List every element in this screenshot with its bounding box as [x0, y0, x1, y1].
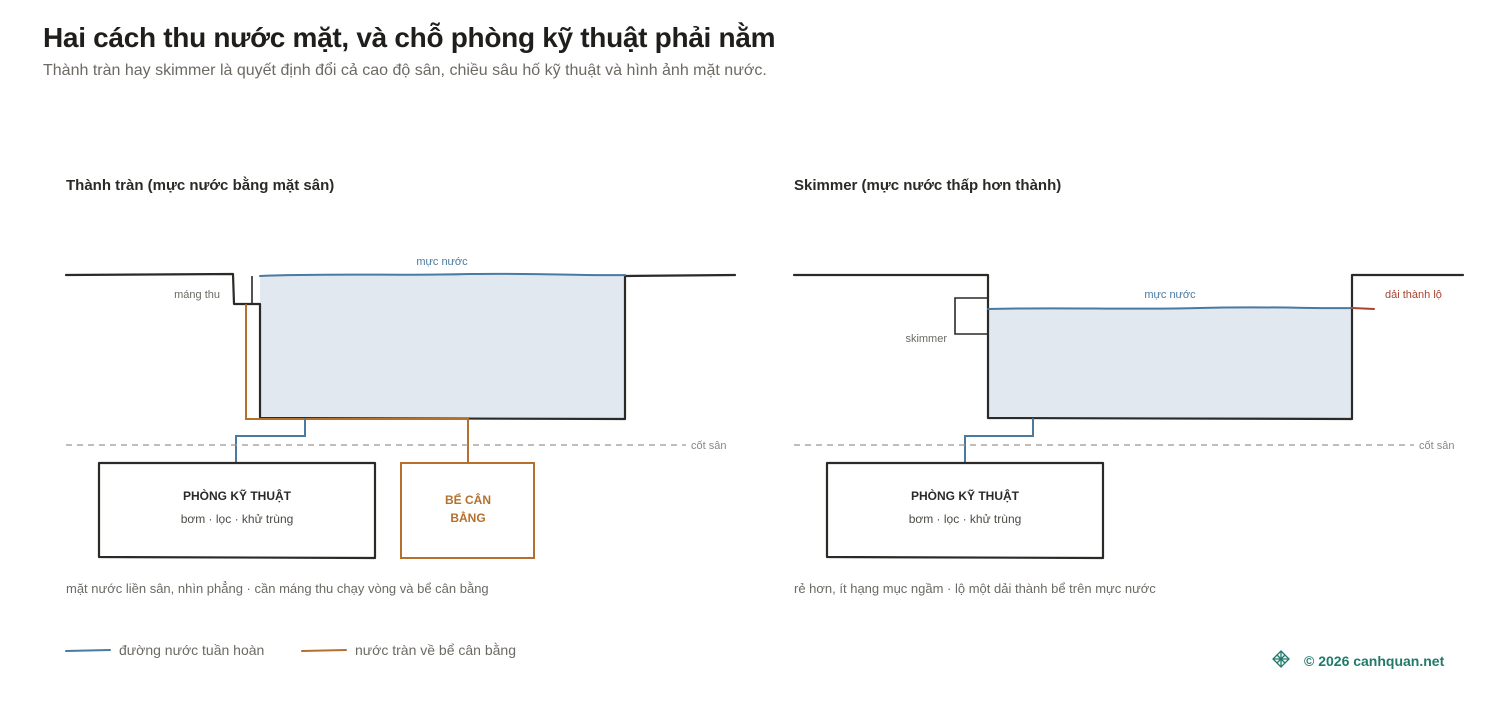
legend: đường nước tuần hoàn nước tràn về bể cân… [65, 642, 516, 658]
left-grade-label: cốt sân [691, 440, 726, 452]
legend-circulation-label: đường nước tuần hoàn [119, 642, 264, 658]
exposed-strip-marker [1351, 307, 1375, 310]
legend-overflow-label: nước tràn về bể cân bằng [355, 642, 516, 658]
left-water-surface [259, 272, 626, 277]
right-grade-label: cốt sân [1419, 440, 1454, 452]
page-title: Hai cách thu nước mặt, và chỗ phòng kỹ t… [43, 22, 776, 53]
left-overflow-pipe [245, 304, 469, 463]
credit[interactable]: © 2026 canhquan.net [1272, 650, 1445, 669]
left-panel: Thành tràn (mực nước bằng mặt sân) mực n… [64, 176, 737, 596]
skimmer-box [954, 297, 989, 335]
legend-circulation-swatch [65, 649, 111, 652]
credit-text[interactable]: © 2026 canhquan.net [1304, 653, 1445, 669]
right-circulation-pipe [964, 418, 1034, 463]
left-pool-water [260, 275, 625, 418]
right-water-surface [987, 306, 1353, 310]
left-panel-title: Thành tràn (mực nước bằng mặt sân) [66, 176, 334, 194]
right-tech-room-title: PHÒNG KỸ THUẬT [911, 488, 1020, 503]
balance-tank-line2: BẰNG [450, 510, 485, 525]
lattice-logo-icon [1272, 650, 1290, 668]
right-ground-line [792, 273, 1465, 421]
left-caption: mặt nước liền sân, nhìn phẳng · cần máng… [66, 581, 489, 596]
right-panel: Skimmer (mực nước thấp hơn thành) skimme… [792, 177, 1465, 596]
page-subtitle: Thành tràn hay skimmer là quyết định đổi… [43, 62, 767, 79]
left-water-label: mực nước [416, 256, 468, 268]
gutter-label: máng thu [174, 289, 220, 301]
left-tech-room [97, 461, 377, 560]
left-circulation-pipe [235, 418, 306, 463]
right-pool-water [988, 308, 1352, 418]
skimmer-label: skimmer [905, 333, 947, 345]
right-panel-title: Skimmer (mực nước thấp hơn thành) [794, 177, 1061, 194]
balance-tank [400, 462, 535, 559]
right-water-label: mực nước [1144, 289, 1196, 301]
legend-overflow-swatch [301, 649, 347, 652]
left-tech-room-title: PHÒNG KỸ THUẬT [183, 488, 292, 503]
left-ground-line [64, 272, 737, 421]
balance-tank-line1: BỂ CÂN [445, 492, 491, 507]
left-tech-room-sub: bơm · lọc · khử trùng [181, 512, 294, 526]
exposed-strip-label: dải thành lộ [1385, 289, 1442, 301]
right-tech-room [825, 461, 1105, 560]
right-tech-room-sub: bơm · lọc · khử trùng [909, 512, 1022, 526]
right-caption: rẻ hơn, ít hạng mục ngầm · lộ một dải th… [794, 581, 1156, 596]
